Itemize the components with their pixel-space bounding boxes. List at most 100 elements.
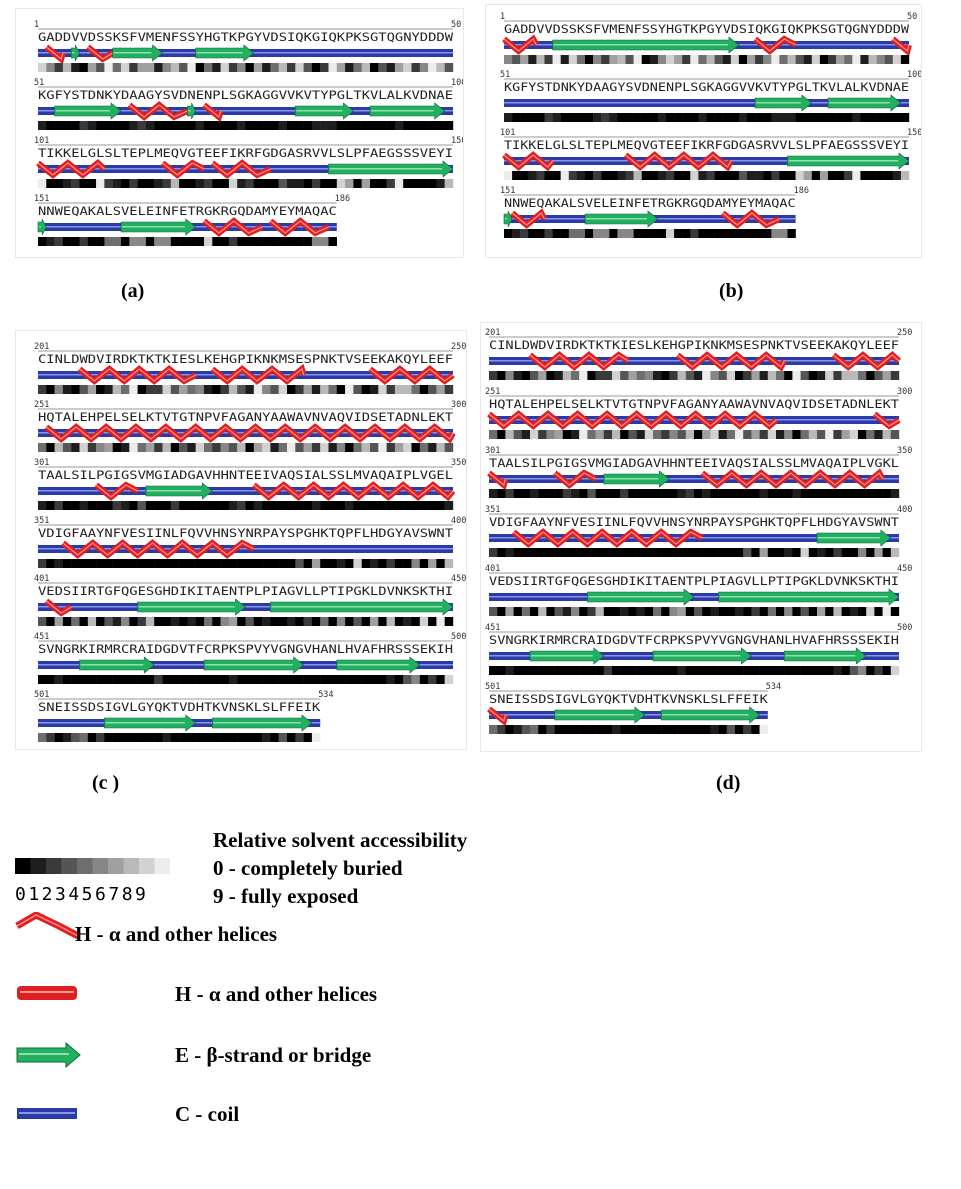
scale-cell-0 bbox=[15, 858, 31, 874]
accessibility-cell bbox=[546, 666, 555, 675]
accessibility-cell bbox=[336, 121, 346, 130]
accessibility-cell bbox=[674, 55, 683, 64]
accessibility-cell bbox=[79, 559, 88, 568]
accessibility-cell bbox=[817, 548, 826, 557]
accessibility-cell bbox=[411, 617, 420, 626]
accessibility-cell bbox=[730, 171, 740, 180]
accessibility-cell bbox=[636, 666, 645, 675]
accessibility-cell bbox=[353, 617, 362, 626]
helix-bar-icon bbox=[17, 986, 77, 1000]
accessibility-cell bbox=[694, 430, 703, 439]
accessibility-cell bbox=[497, 607, 506, 616]
accessibility-cell bbox=[817, 430, 826, 439]
helix-highlight bbox=[529, 354, 629, 368]
accessibility-cell bbox=[579, 371, 588, 380]
accessibility-cell bbox=[536, 113, 545, 122]
accessibility-cell bbox=[237, 385, 246, 394]
accessibility-cell bbox=[644, 666, 654, 675]
accessibility-cell bbox=[204, 501, 213, 510]
ruler-end-number: 300 bbox=[451, 400, 466, 410]
accessibility-cell bbox=[295, 237, 304, 246]
accessibility-cell bbox=[129, 121, 138, 130]
accessibility-cell bbox=[220, 559, 230, 568]
accessibility-cell bbox=[644, 725, 654, 734]
accessibility-cell bbox=[79, 179, 88, 188]
accessibility-cell bbox=[505, 607, 514, 616]
helix-segment bbox=[753, 35, 798, 55]
accessibility-cell bbox=[718, 607, 727, 616]
accessibility-cell bbox=[644, 548, 654, 557]
accessibility-cell bbox=[253, 121, 263, 130]
accessibility-cell bbox=[96, 121, 105, 130]
accessibility-cell bbox=[776, 489, 785, 498]
accessibility-cell bbox=[38, 63, 47, 72]
accessibility-cell bbox=[96, 443, 105, 452]
accessibility-cell bbox=[601, 113, 610, 122]
legend-exposed: 9 - fully exposed bbox=[213, 884, 359, 908]
helix-highlight bbox=[79, 368, 196, 382]
sequence-text: SNEISSDSIGVLGYQKTVDHTKVNSKLSLFFEIK bbox=[489, 693, 768, 706]
accessibility-cell bbox=[612, 430, 621, 439]
accessibility-cell bbox=[162, 385, 171, 394]
accessibility-cell bbox=[262, 63, 271, 72]
accessibility-cell bbox=[554, 725, 563, 734]
strand-highlight bbox=[205, 664, 293, 666]
accessibility-cell bbox=[179, 675, 188, 684]
accessibility-cell bbox=[735, 371, 744, 380]
accessibility-cell bbox=[353, 385, 362, 394]
accessibility-cell bbox=[237, 63, 246, 72]
accessibility-cell bbox=[677, 725, 686, 734]
accessibility-cell bbox=[763, 113, 772, 122]
accessibility-cell bbox=[538, 371, 547, 380]
accessibility-cell bbox=[849, 371, 859, 380]
accessibility-cell bbox=[538, 548, 547, 557]
accessibility-cell bbox=[278, 63, 288, 72]
accessibility-cell bbox=[311, 121, 321, 130]
accessibility-cell bbox=[603, 666, 613, 675]
accessibility-cell bbox=[730, 229, 740, 238]
accessibility-cell bbox=[262, 121, 271, 130]
accessibility-cell bbox=[444, 63, 454, 72]
accessibility-cell bbox=[403, 385, 412, 394]
accessibility-cell bbox=[625, 229, 634, 238]
accessibility-cell bbox=[571, 548, 580, 557]
accessibility-cell bbox=[38, 675, 47, 684]
strand-highlight bbox=[588, 596, 683, 598]
strand-highlight bbox=[785, 655, 856, 657]
accessibility-cell bbox=[428, 385, 437, 394]
accessibility-cell bbox=[262, 179, 271, 188]
accessibility-cell bbox=[587, 725, 596, 734]
accessibility-cell bbox=[571, 489, 580, 498]
accessibility-cell bbox=[552, 171, 561, 180]
accessibility-cell bbox=[836, 55, 845, 64]
accessibility-cell bbox=[62, 237, 72, 246]
accessibility-cell bbox=[552, 55, 561, 64]
accessibility-cell bbox=[104, 559, 113, 568]
accessibility-cell bbox=[617, 171, 626, 180]
accessibility-cell bbox=[228, 675, 238, 684]
accessibility-cell bbox=[104, 733, 113, 742]
accessibility-cell bbox=[497, 430, 506, 439]
ruler-start-number: 201 bbox=[34, 342, 49, 352]
accessibility-cell bbox=[54, 733, 64, 742]
accessibility-cell bbox=[694, 607, 703, 616]
accessibility-cell bbox=[694, 666, 703, 675]
accessibility-cell bbox=[96, 237, 105, 246]
accessibility-cell bbox=[530, 725, 539, 734]
accessibility-cell bbox=[444, 121, 454, 130]
accessibility-cell bbox=[179, 385, 188, 394]
accessibility-cell bbox=[521, 607, 531, 616]
accessibility-cell bbox=[162, 237, 171, 246]
accessibility-cell bbox=[568, 113, 578, 122]
accessibility-cell bbox=[882, 371, 891, 380]
accessibility-cell bbox=[512, 171, 521, 180]
accessibility-cell bbox=[320, 385, 329, 394]
accessibility-cell bbox=[817, 371, 826, 380]
accessibility-cell bbox=[270, 385, 279, 394]
accessibility-cell bbox=[890, 666, 900, 675]
accessibility-cell bbox=[378, 675, 387, 684]
accessibility-cell bbox=[779, 55, 788, 64]
accessibility-cell bbox=[204, 121, 213, 130]
accessibility-cell bbox=[320, 443, 329, 452]
accessibility-cell bbox=[771, 229, 780, 238]
